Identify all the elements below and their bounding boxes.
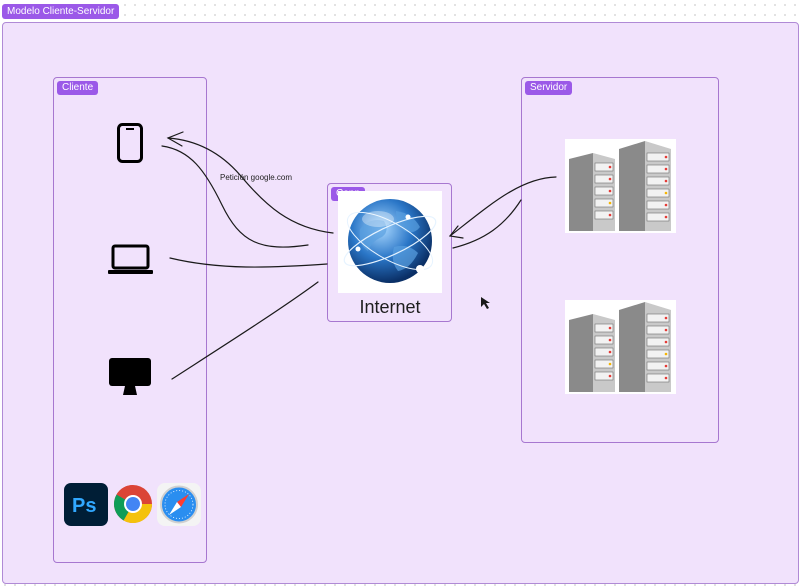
phone-icon[interactable]: [117, 123, 143, 163]
photoshop-icon[interactable]: Ps: [64, 483, 108, 526]
client-section-label: Cliente: [57, 81, 99, 95]
internet-label: Internet: [359, 297, 421, 317]
request-annotation: Petición google.com: [220, 173, 293, 182]
mouse-cursor-icon: [481, 297, 490, 309]
server-rack-card[interactable]: [565, 300, 676, 394]
globe-icon: [343, 199, 437, 283]
internet-globe-card[interactable]: [338, 191, 442, 293]
safari-icon[interactable]: [157, 483, 201, 526]
svg-text:Ps: Ps: [72, 495, 96, 517]
server-section-label: Servidor: [525, 81, 573, 95]
server-rack-icon: [569, 302, 671, 392]
chrome-icon[interactable]: [113, 484, 153, 524]
server-rack-icon: [569, 141, 671, 231]
frame-title[interactable]: Modelo Cliente-Servidor: [2, 4, 120, 19]
server-rack-card[interactable]: [565, 139, 676, 233]
desktop-icon[interactable]: [109, 358, 151, 396]
laptop-icon[interactable]: [108, 244, 153, 276]
server-section[interactable]: Servidor: [521, 77, 719, 443]
